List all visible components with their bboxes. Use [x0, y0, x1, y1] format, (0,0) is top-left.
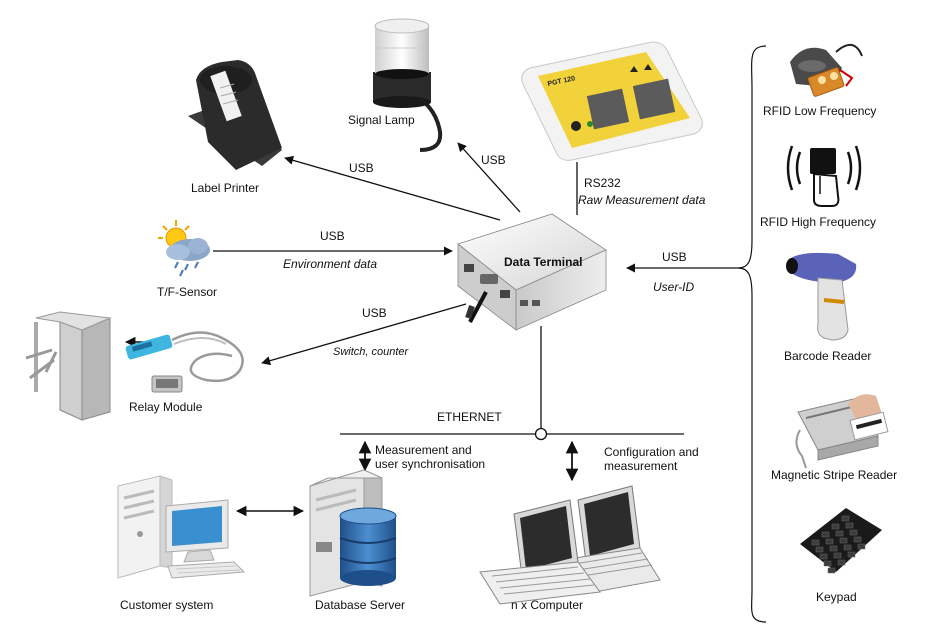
- relay-module-icon: [124, 331, 244, 393]
- keypad-key: [827, 567, 836, 574]
- ethernet-label: ETHERNET: [437, 410, 502, 424]
- tf-sensor-icon: [158, 220, 210, 277]
- connections: [213, 45, 767, 623]
- keypad-key: [839, 537, 848, 544]
- customer-system-label: Customer system: [120, 598, 214, 612]
- keypad-key: [843, 544, 852, 551]
- environment-data-label: Environment data: [283, 257, 378, 271]
- keypad-key: [811, 539, 820, 546]
- db-sync-label-line1: Measurement and: [375, 443, 472, 457]
- rfid-high-frequency-icon: [786, 145, 862, 207]
- signal-lamp-label: Signal Lamp: [348, 113, 415, 127]
- pgt-measurement-device-icon: PGT 120: [521, 41, 703, 161]
- user-id-label: User-ID: [653, 280, 695, 294]
- customer-system-icon: [117, 475, 246, 579]
- rs232-label: RS232: [584, 176, 621, 190]
- rfid-high-frequency-label: RFID High Frequency: [760, 215, 877, 229]
- label-printer-label: Label Printer: [191, 181, 260, 195]
- laptops-icon: [479, 485, 661, 605]
- keypad-key: [849, 529, 858, 536]
- ethernet-junction: [534, 427, 548, 441]
- keypad-key: [819, 553, 828, 560]
- computers-label: n x Computer: [511, 598, 584, 612]
- keypad-key: [833, 552, 842, 559]
- relay-module-label: Relay Module: [129, 400, 203, 414]
- magnetic-stripe-reader-label: Magnetic Stripe Reader: [771, 468, 898, 482]
- magnetic-stripe-reader-icon: [795, 394, 889, 469]
- tf-sensor-label: T/F-Sensor: [157, 285, 218, 299]
- keypad-icon: [800, 508, 882, 574]
- printer-usb-label: USB: [349, 161, 374, 175]
- keypad-label: Keypad: [816, 590, 857, 604]
- raw-data-label: Raw Measurement data: [578, 193, 706, 207]
- rfid-low-frequency-label: RFID Low Frequency: [763, 104, 877, 118]
- input-usb-label: USB: [662, 250, 687, 264]
- barcode-reader-icon: [786, 252, 857, 341]
- keypad-key: [835, 530, 844, 537]
- turnstile-icon: [25, 311, 112, 421]
- config-label-line1: Configuration and: [604, 445, 699, 459]
- keypad-key: [847, 551, 856, 558]
- database-server-icon: [309, 469, 397, 597]
- keypad-key: [841, 515, 850, 522]
- rfid-low-frequency-icon: [790, 44, 863, 97]
- keypad-key: [857, 543, 866, 550]
- keypad-key: [837, 559, 846, 566]
- keypad-key: [815, 546, 824, 553]
- keypad-key: [825, 538, 834, 545]
- keypad-key: [823, 560, 832, 567]
- lamp-connection-arrow: [457, 142, 521, 213]
- printer-connection-arrow: [284, 155, 501, 221]
- data-terminal-icon: [457, 213, 607, 331]
- database-server-label: Database Server: [315, 598, 406, 612]
- label-printer-icon: [188, 60, 282, 170]
- keypad-key: [853, 536, 862, 543]
- config-label-line2: measurement: [604, 459, 678, 473]
- switch-counter-label: Switch, counter: [333, 346, 409, 358]
- keypad-key: [845, 522, 854, 529]
- input-devices-bracket: [737, 45, 767, 623]
- db-sync-label-line2: user synchronisation: [375, 457, 486, 471]
- keypad-key: [831, 523, 840, 530]
- signal-lamp-icon: [373, 18, 443, 152]
- lamp-usb-label: USB: [481, 153, 506, 167]
- sensor-usb-label: USB: [320, 229, 345, 243]
- data-terminal-label: Data Terminal: [504, 255, 583, 269]
- relay-usb-label: USB: [362, 306, 387, 320]
- keypad-key: [829, 545, 838, 552]
- keypad-key: [821, 531, 830, 538]
- relay-connection-arrow: [261, 303, 467, 366]
- barcode-reader-label: Barcode Reader: [784, 349, 872, 363]
